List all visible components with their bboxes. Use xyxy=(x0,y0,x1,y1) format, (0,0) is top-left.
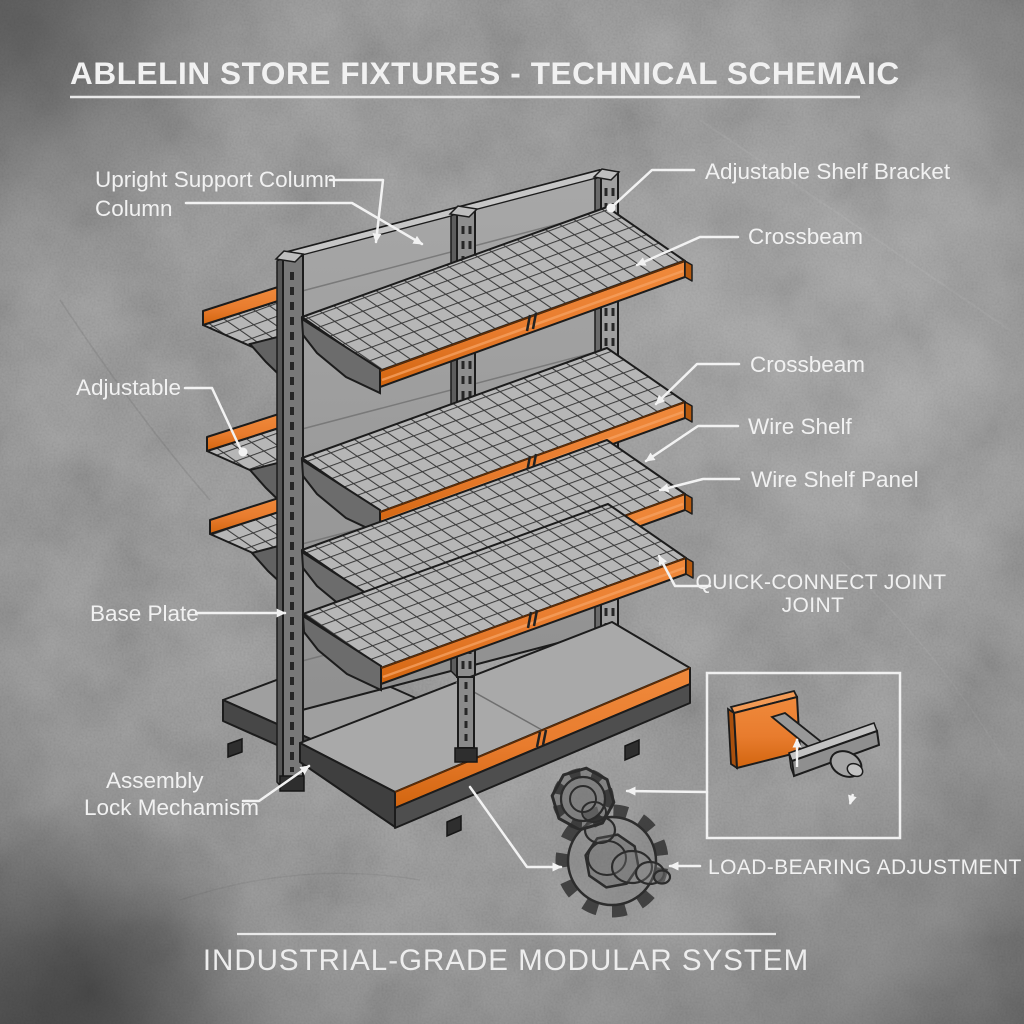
label-crossbeam-top: Crossbeam xyxy=(748,224,863,249)
label-load-bearing: LOAD-BEARING ADJUSTMENT xyxy=(708,856,1022,879)
footer-tagline: INDUSTRIAL-GRADE MODULAR SYSTEM xyxy=(203,944,809,977)
leader-wire-shelf-panel xyxy=(658,477,741,493)
shelving-unit xyxy=(202,168,694,838)
label-quick-connect-line2: JOINT xyxy=(782,594,845,617)
bracket-detail-drawing xyxy=(727,689,881,805)
upright-left xyxy=(274,250,305,792)
leader-inset-to-gear xyxy=(625,786,709,796)
leader-wire-shelf xyxy=(644,424,740,463)
leader-quick-connect xyxy=(657,554,712,588)
leader-dot-bracket xyxy=(606,203,616,213)
label-assembly-line2: Lock Mechamism xyxy=(84,795,259,820)
label-adjustable-shelf-bracket: Adjustable Shelf Bracket xyxy=(705,159,951,184)
label-wire-shelf: Wire Shelf xyxy=(748,414,853,439)
text-layer: ABLELIN STORE FIXTURES - TECHNICAL SCHEM… xyxy=(70,55,1022,977)
upper-gear xyxy=(550,766,616,832)
leader-shelf-bracket xyxy=(612,168,696,207)
label-upright-support-column-line2: Column xyxy=(95,196,173,221)
label-assembly-line1: Assembly xyxy=(106,768,204,793)
label-adjustable: Adjustable xyxy=(76,375,181,400)
label-crossbeam-mid: Crossbeam xyxy=(750,352,865,377)
label-quick-connect-line1: QUICK-CONNECT JOINT xyxy=(695,571,946,594)
label-wire-shelf-panel: Wire Shelf Panel xyxy=(751,467,919,492)
adjustment-gear-detail xyxy=(550,766,672,918)
leader-upright-2 xyxy=(184,201,424,246)
front-base-plate xyxy=(299,621,691,838)
wire-shelf-1 xyxy=(300,206,693,395)
upright-center-foot xyxy=(454,676,478,763)
wire-shelf-4 xyxy=(301,503,694,692)
inset-detail-box xyxy=(705,671,902,840)
leader-upright-1 xyxy=(328,178,385,244)
leader-adjustable xyxy=(183,386,242,450)
leader-assembly-lock xyxy=(241,764,311,803)
page-title: ABLELIN STORE FIXTURES - TECHNICAL SCHEM… xyxy=(70,55,900,91)
leader-lines xyxy=(183,168,741,872)
label-upright-support-column-line1: Upright Support Column xyxy=(95,167,336,192)
leader-dot-adjustable xyxy=(238,447,248,457)
leader-crossbeam-mid xyxy=(654,362,741,406)
label-base-plate: Base Plate xyxy=(90,601,199,626)
leader-crossbeam-top xyxy=(635,235,740,267)
leader-base-to-gear xyxy=(468,785,563,872)
